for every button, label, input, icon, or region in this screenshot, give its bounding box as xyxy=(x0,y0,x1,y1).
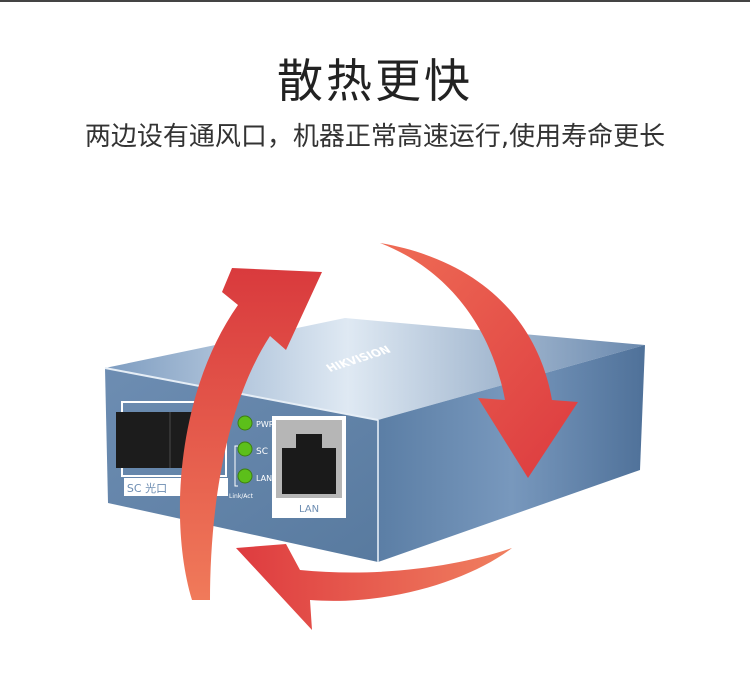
top-divider xyxy=(0,0,750,2)
device-right-face xyxy=(378,345,645,562)
sc-port-label: SC 光口 xyxy=(127,481,167,495)
media-converter-device: HIKVISION PWR SC LAN Link/Act LAN xyxy=(104,318,645,562)
airflow-arrow-down-icon xyxy=(380,243,578,478)
page-title: 散热更快 xyxy=(277,54,473,108)
led-sc xyxy=(237,441,253,457)
led-lan xyxy=(237,468,253,484)
airflow-arrow-up-icon xyxy=(179,268,322,600)
link-act-label: Link/Act xyxy=(229,493,254,500)
airflow-arrow-left-icon xyxy=(236,544,512,630)
led-label-lan: LAN xyxy=(256,474,272,483)
led-label-pwr: PWR xyxy=(256,420,275,429)
led-pwr xyxy=(237,415,253,431)
lan-port-label: LAN xyxy=(299,504,319,515)
led-label-sc: SC xyxy=(256,447,268,457)
page-subtitle: 两边设有通风口，机器正常高速运行,使用寿命更长 xyxy=(84,122,666,152)
